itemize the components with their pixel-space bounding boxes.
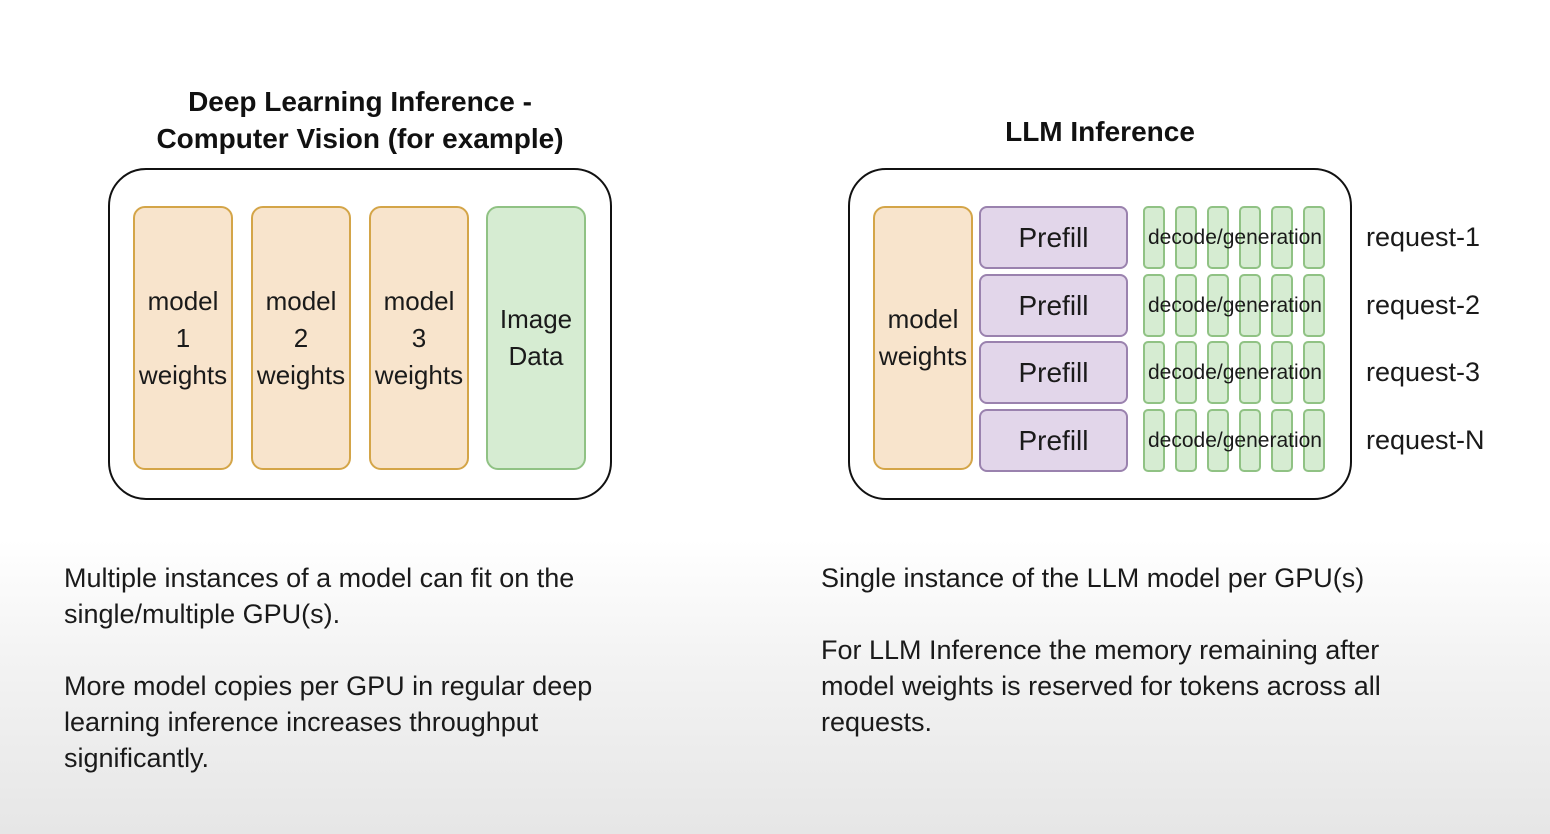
block-label: weights <box>256 359 346 390</box>
left-description-1: Multiple instances of a model can fit on… <box>64 563 575 629</box>
request-label: request-2 <box>1366 290 1481 320</box>
block-label: 3 <box>411 322 427 353</box>
block-label: Data <box>508 341 564 371</box>
decode-generation-label: decode/generation <box>1148 294 1322 317</box>
decode-token <box>1207 274 1229 337</box>
image-data-block: Image Data <box>486 206 586 470</box>
decode-token <box>1239 206 1261 269</box>
right-description-2: For LLM Inference the memory remaining a… <box>821 635 1381 737</box>
decode-token <box>1175 409 1197 472</box>
block-label: weights <box>374 359 464 390</box>
request-label: request-3 <box>1366 357 1481 387</box>
model-1-weights-block: model 1 weights <box>133 206 233 470</box>
decode-token <box>1271 341 1293 404</box>
decode-token <box>1143 409 1165 472</box>
request-label: request-1 <box>1366 222 1481 252</box>
model-2-weights-block: model 2 weights <box>251 206 351 470</box>
llm-model-weights-block: model weights <box>873 206 973 470</box>
prefill-block: Prefill <box>979 409 1128 472</box>
decode-generation-label: decode/generation <box>1148 429 1322 452</box>
decode-generation-label: decode/generation <box>1148 226 1322 249</box>
decode-token <box>1303 274 1325 337</box>
request-label: request-N <box>1366 425 1485 455</box>
decode-token <box>1239 274 1261 337</box>
prefill-block: Prefill <box>979 341 1128 404</box>
block-label: model <box>147 285 219 316</box>
right-description-1: Single instance of the LLM model per GPU… <box>821 563 1365 593</box>
right-diagram-title: LLM Inference <box>1005 116 1195 147</box>
block-label: Image <box>499 304 573 334</box>
block-label: weights <box>878 341 968 371</box>
decode-token <box>1271 206 1293 269</box>
left-title-line1: Deep Learning Inference - <box>188 86 532 117</box>
model-3-weights-block: model 3 weights <box>369 206 469 470</box>
decode-token <box>1207 206 1229 269</box>
decode-token <box>1303 341 1325 404</box>
decode-token <box>1143 274 1165 337</box>
decode-token <box>1207 341 1229 404</box>
decode-token <box>1271 274 1293 337</box>
decode-token <box>1239 409 1261 472</box>
block-label: 1 <box>175 322 191 353</box>
decode-token <box>1143 341 1165 404</box>
decode-token <box>1175 206 1197 269</box>
decode-token <box>1239 341 1261 404</box>
left-diagram-title: Deep Learning Inference - Computer Visio… <box>110 83 610 157</box>
decode-generation-label: decode/generation <box>1148 361 1322 384</box>
prefill-block: Prefill <box>979 206 1128 269</box>
prefill-block: Prefill <box>979 274 1128 337</box>
decode-token <box>1303 206 1325 269</box>
decode-token <box>1271 409 1293 472</box>
decode-token <box>1175 341 1197 404</box>
left-description-2: More model copies per GPU in regular dee… <box>64 671 593 773</box>
decode-token <box>1207 409 1229 472</box>
decode-token <box>1303 409 1325 472</box>
left-title-line2: Computer Vision (for example) <box>156 123 564 154</box>
block-label: model <box>887 304 959 334</box>
block-label: 2 <box>293 322 309 353</box>
decode-token <box>1175 274 1197 337</box>
decode-token <box>1143 206 1165 269</box>
block-label: weights <box>138 359 228 390</box>
block-label: model <box>265 285 337 316</box>
block-label: model <box>383 285 455 316</box>
